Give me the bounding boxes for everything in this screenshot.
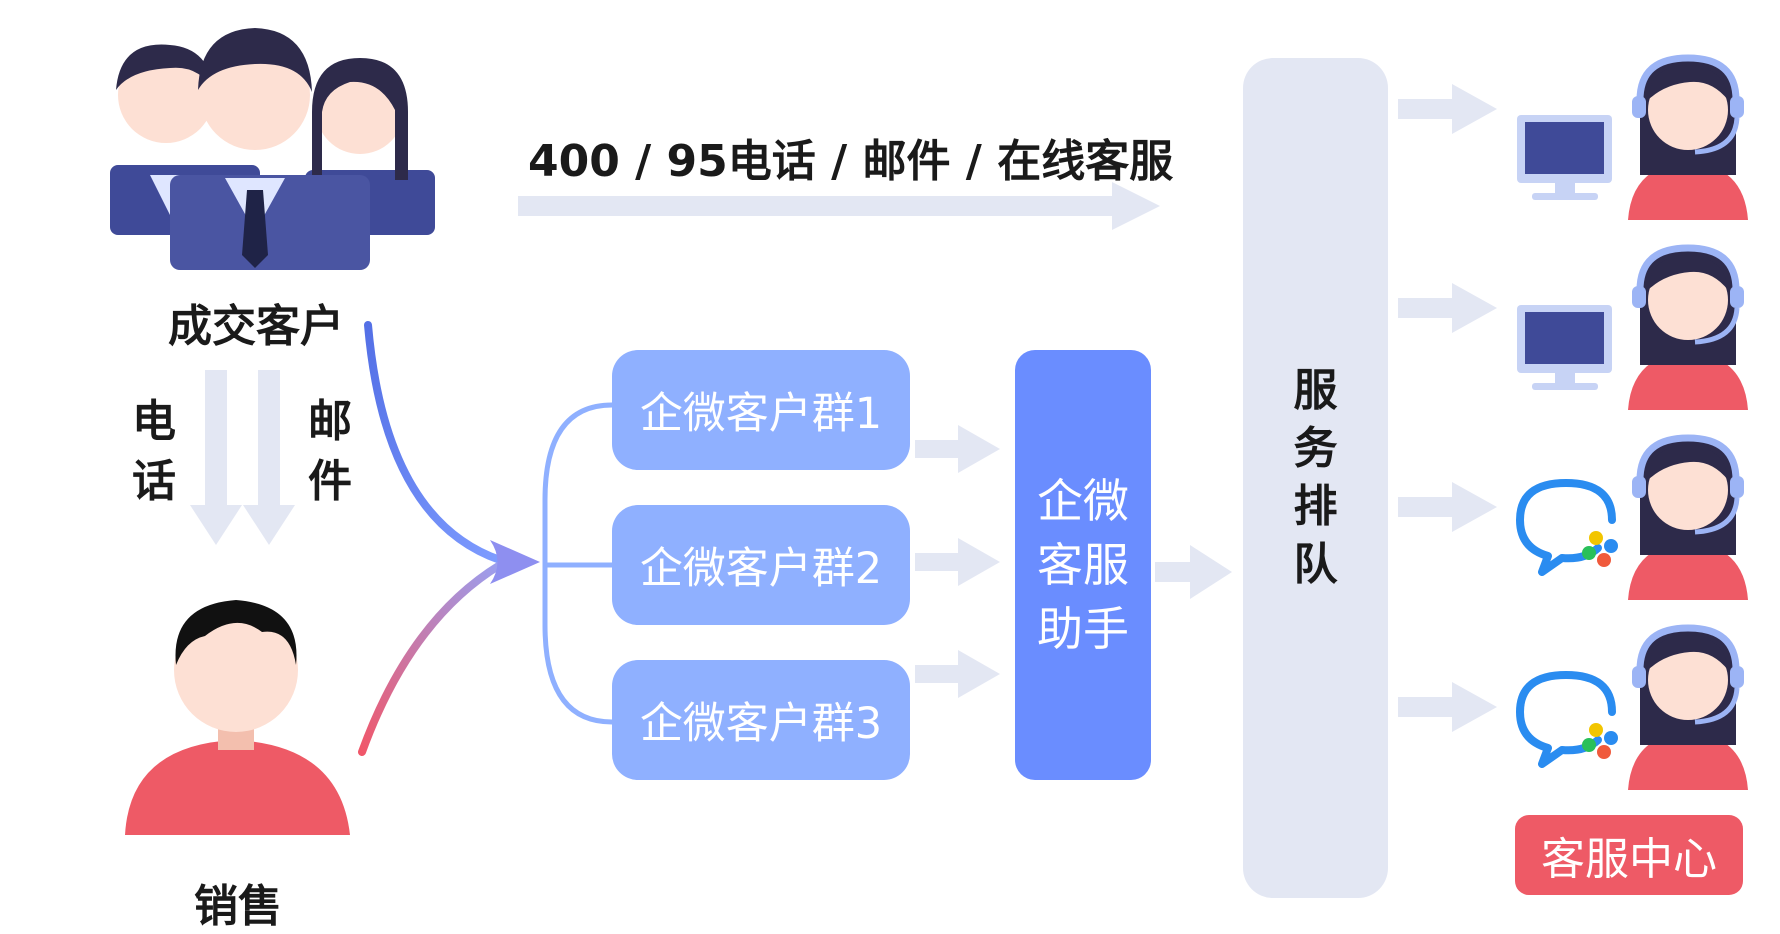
wecom-group-3: 企微客户群3 bbox=[612, 660, 910, 780]
service-center-badge: 客服中心 bbox=[1515, 815, 1743, 895]
mail-char-2: 件 bbox=[308, 456, 352, 507]
wecom-icon bbox=[1516, 479, 1618, 576]
customers-label: 成交客户 bbox=[168, 301, 344, 352]
queue-char-3: 排 bbox=[1293, 481, 1338, 532]
monitor-icon bbox=[1517, 305, 1612, 390]
queue-char-1: 服 bbox=[1293, 365, 1338, 416]
wecom-assistant-box: 企微 客服 助手 bbox=[1015, 350, 1151, 780]
agent-icon bbox=[1628, 624, 1748, 790]
sales-label: 销售 bbox=[194, 881, 282, 932]
assistant-line-1: 企微 bbox=[1037, 474, 1129, 528]
assistant-to-queue-arrow bbox=[1155, 545, 1232, 599]
wecom-group-2: 企微客户群2 bbox=[612, 505, 910, 625]
top-channel-arrow bbox=[518, 182, 1160, 230]
phone-char-2: 话 bbox=[132, 456, 176, 507]
queue-char-2: 务 bbox=[1293, 423, 1338, 474]
mail-char-1: 邮 bbox=[308, 396, 352, 447]
phone-label: 电 话 bbox=[128, 392, 180, 512]
phone-char-1: 电 bbox=[132, 396, 176, 447]
queue-char-4: 队 bbox=[1293, 539, 1338, 590]
customer-to-groups-curve bbox=[364, 321, 504, 564]
sales-person-icon bbox=[125, 600, 350, 835]
groups-bracket bbox=[542, 402, 613, 725]
down-arrows bbox=[190, 370, 295, 545]
queue-to-agent-arrows bbox=[1398, 84, 1497, 732]
wecom-group-1: 企微客户群1 bbox=[612, 350, 910, 470]
group-to-assistant-arrows bbox=[915, 425, 1000, 698]
wecom-icon bbox=[1516, 671, 1618, 768]
customers-icon bbox=[110, 28, 435, 270]
agent-icon bbox=[1628, 244, 1748, 410]
agent-icon bbox=[1628, 434, 1748, 600]
assistant-line-3: 助手 bbox=[1037, 602, 1129, 656]
channel-label: 400 / 95电话 / 邮件 / 在线客服 bbox=[528, 136, 1174, 187]
sales-to-groups-curve bbox=[358, 561, 504, 756]
agent-icon bbox=[1628, 54, 1748, 220]
merge-arrowhead bbox=[490, 540, 540, 584]
monitor-icon bbox=[1517, 115, 1612, 200]
service-queue-box: 服 务 排 队 bbox=[1243, 58, 1388, 898]
mail-label: 邮 件 bbox=[304, 392, 356, 512]
assistant-line-2: 客服 bbox=[1037, 538, 1129, 592]
